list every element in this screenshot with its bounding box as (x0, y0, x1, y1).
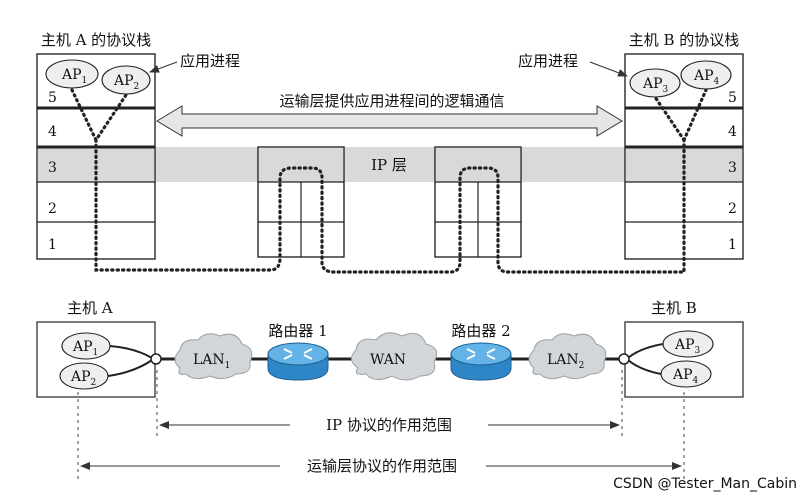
ip-scope-label: IP 协议的作用范围 (326, 416, 452, 434)
layer-a-1: 1 (48, 237, 57, 253)
layer-a-4: 4 (48, 124, 57, 140)
host-a-port (150, 353, 162, 365)
host-a-stack-label: 主机 A 的协议栈 (41, 31, 151, 49)
transport-logical-arrow (156, 105, 623, 137)
lan1-cloud (174, 333, 253, 380)
transport-comm-label: 运输层提供应用进程间的逻辑通信 (279, 92, 504, 110)
lan2-label: LAN2 (547, 352, 584, 371)
ap1-process-upper (45, 59, 99, 89)
router-2-label: 路由器 2 (451, 322, 510, 340)
ap3-process-upper (629, 68, 681, 98)
lan2-cloud (528, 333, 607, 380)
app-process-pointer-left (149, 61, 178, 73)
ap3-lower-label: AP3 (674, 337, 701, 356)
router-1-label: 路由器 1 (268, 322, 327, 340)
layer-b-4: 4 (728, 124, 737, 140)
ap3-upper-label: AP3 (642, 76, 669, 95)
layer-b-5: 5 (728, 90, 737, 106)
router-1-stack (257, 146, 345, 258)
app-process-pointer-right (589, 61, 628, 77)
router-1-icon (267, 342, 329, 381)
lan1-label: LAN1 (193, 352, 230, 371)
router-2-stack (434, 146, 522, 258)
host-b-label: 主机 B (651, 299, 697, 317)
ap4-lower-label: AP4 (672, 367, 699, 386)
layer-b-3: 3 (728, 160, 737, 176)
layer-a-3: 3 (48, 160, 57, 176)
ap1-upper-label: AP1 (61, 67, 87, 86)
layer-a-2: 2 (48, 201, 57, 217)
wan-cloud (351, 332, 438, 381)
router-2-icon (450, 342, 512, 381)
app-process-label-left: 应用进程 (180, 52, 240, 70)
host-b-stack-label: 主机 B 的协议栈 (629, 31, 740, 49)
ap2-upper-label: AP2 (113, 73, 139, 92)
ap4-upper-label: AP4 (693, 68, 720, 87)
layer-b-2: 2 (728, 201, 737, 217)
host-a-process-links (107, 345, 153, 377)
transport-scope-label: 运输层协议的作用范围 (307, 457, 457, 475)
host-a-label: 主机 A (67, 299, 113, 317)
layer-b-1: 1 (728, 237, 737, 253)
layer-a-5: 5 (48, 90, 57, 106)
ip-layer-label: IP 层 (371, 156, 407, 174)
ap1-lower-label: AP1 (72, 339, 98, 358)
host-b-process-links (627, 343, 664, 375)
app-process-label-right: 应用进程 (518, 52, 578, 70)
host-b-port (618, 353, 630, 365)
wan-label: WAN (370, 352, 406, 368)
ip-layer-band (155, 147, 625, 182)
watermark: CSDN @Tester_Man_Cabin (613, 476, 797, 492)
ap2-lower-label: AP2 (70, 369, 96, 388)
data-path-dotted (70, 88, 708, 274)
